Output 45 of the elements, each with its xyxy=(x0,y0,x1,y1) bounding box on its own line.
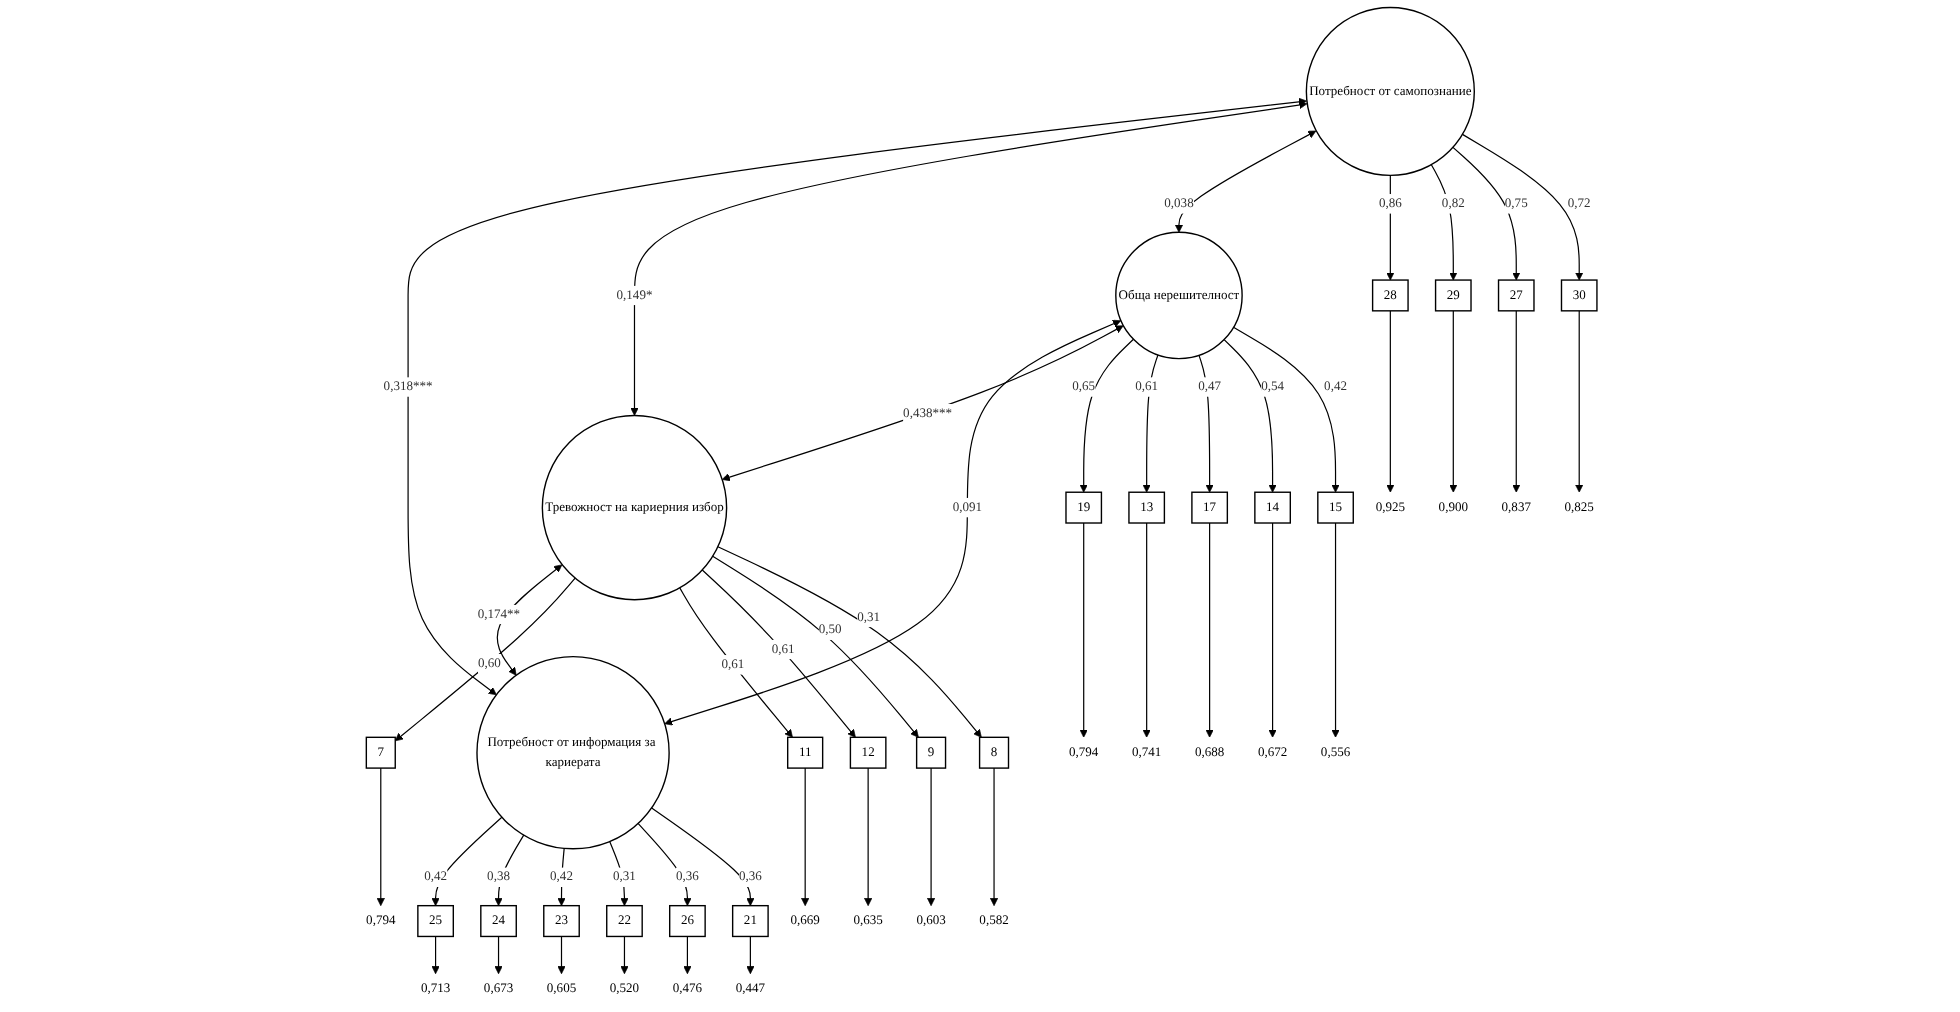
arrow xyxy=(376,767,385,907)
arrow xyxy=(664,319,1122,726)
arrow xyxy=(1142,354,1159,493)
arrow xyxy=(1268,522,1277,738)
arrow xyxy=(620,935,629,975)
arrow xyxy=(1232,326,1340,493)
arrow xyxy=(1079,522,1088,738)
arrow xyxy=(1449,310,1458,493)
arrow xyxy=(1079,338,1135,493)
arrow xyxy=(717,546,982,738)
arrow xyxy=(557,935,566,975)
arrow xyxy=(721,325,1124,482)
arrow xyxy=(394,577,576,742)
arrow xyxy=(679,587,793,738)
arrow xyxy=(494,834,525,907)
arrow xyxy=(1430,164,1458,281)
arrow xyxy=(1461,133,1584,281)
arrow xyxy=(1223,339,1277,493)
arrow xyxy=(701,569,856,738)
arrow xyxy=(609,840,629,907)
arrow xyxy=(630,100,1308,416)
arrow xyxy=(1174,130,1317,233)
arrow xyxy=(496,564,563,676)
arrow xyxy=(927,767,936,907)
arrow xyxy=(712,555,919,738)
arrow xyxy=(494,935,503,975)
arrow xyxy=(1575,310,1584,493)
arrow xyxy=(989,767,999,907)
arrow xyxy=(1198,354,1214,493)
arrow xyxy=(864,767,873,907)
arrow xyxy=(407,97,1307,696)
arrow xyxy=(1452,146,1521,281)
arrow xyxy=(683,935,692,975)
arrow xyxy=(637,822,692,907)
arrow xyxy=(746,935,755,975)
arrow xyxy=(1331,522,1340,738)
arrow xyxy=(1205,522,1214,738)
arrow xyxy=(431,935,440,975)
arrow xyxy=(651,807,755,907)
arrow xyxy=(1512,310,1521,493)
arrow xyxy=(1142,522,1151,738)
arrow xyxy=(1386,310,1395,493)
arrow xyxy=(431,816,503,907)
arrow xyxy=(801,767,810,907)
arrow xyxy=(1386,174,1395,281)
